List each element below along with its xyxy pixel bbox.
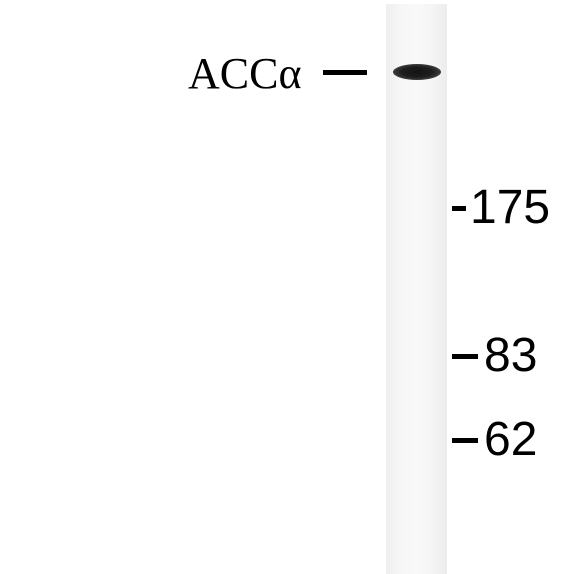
mw-marker-175: 175 (452, 178, 550, 238)
target-indicator-line (323, 70, 367, 75)
blot-lane (386, 4, 447, 574)
mw-marker-tick (452, 353, 478, 359)
protein-band (393, 64, 441, 80)
target-protein-label: ACCα (188, 49, 302, 98)
mw-marker-label: 175 (470, 181, 551, 234)
mw-marker-label: 62 (484, 413, 538, 466)
mw-marker-62: 62 (452, 410, 537, 470)
mw-marker-tick (452, 205, 466, 211)
mw-marker-83: 83 (452, 326, 537, 386)
mw-marker-label: 83 (484, 329, 538, 382)
mw-marker-tick (452, 437, 478, 443)
